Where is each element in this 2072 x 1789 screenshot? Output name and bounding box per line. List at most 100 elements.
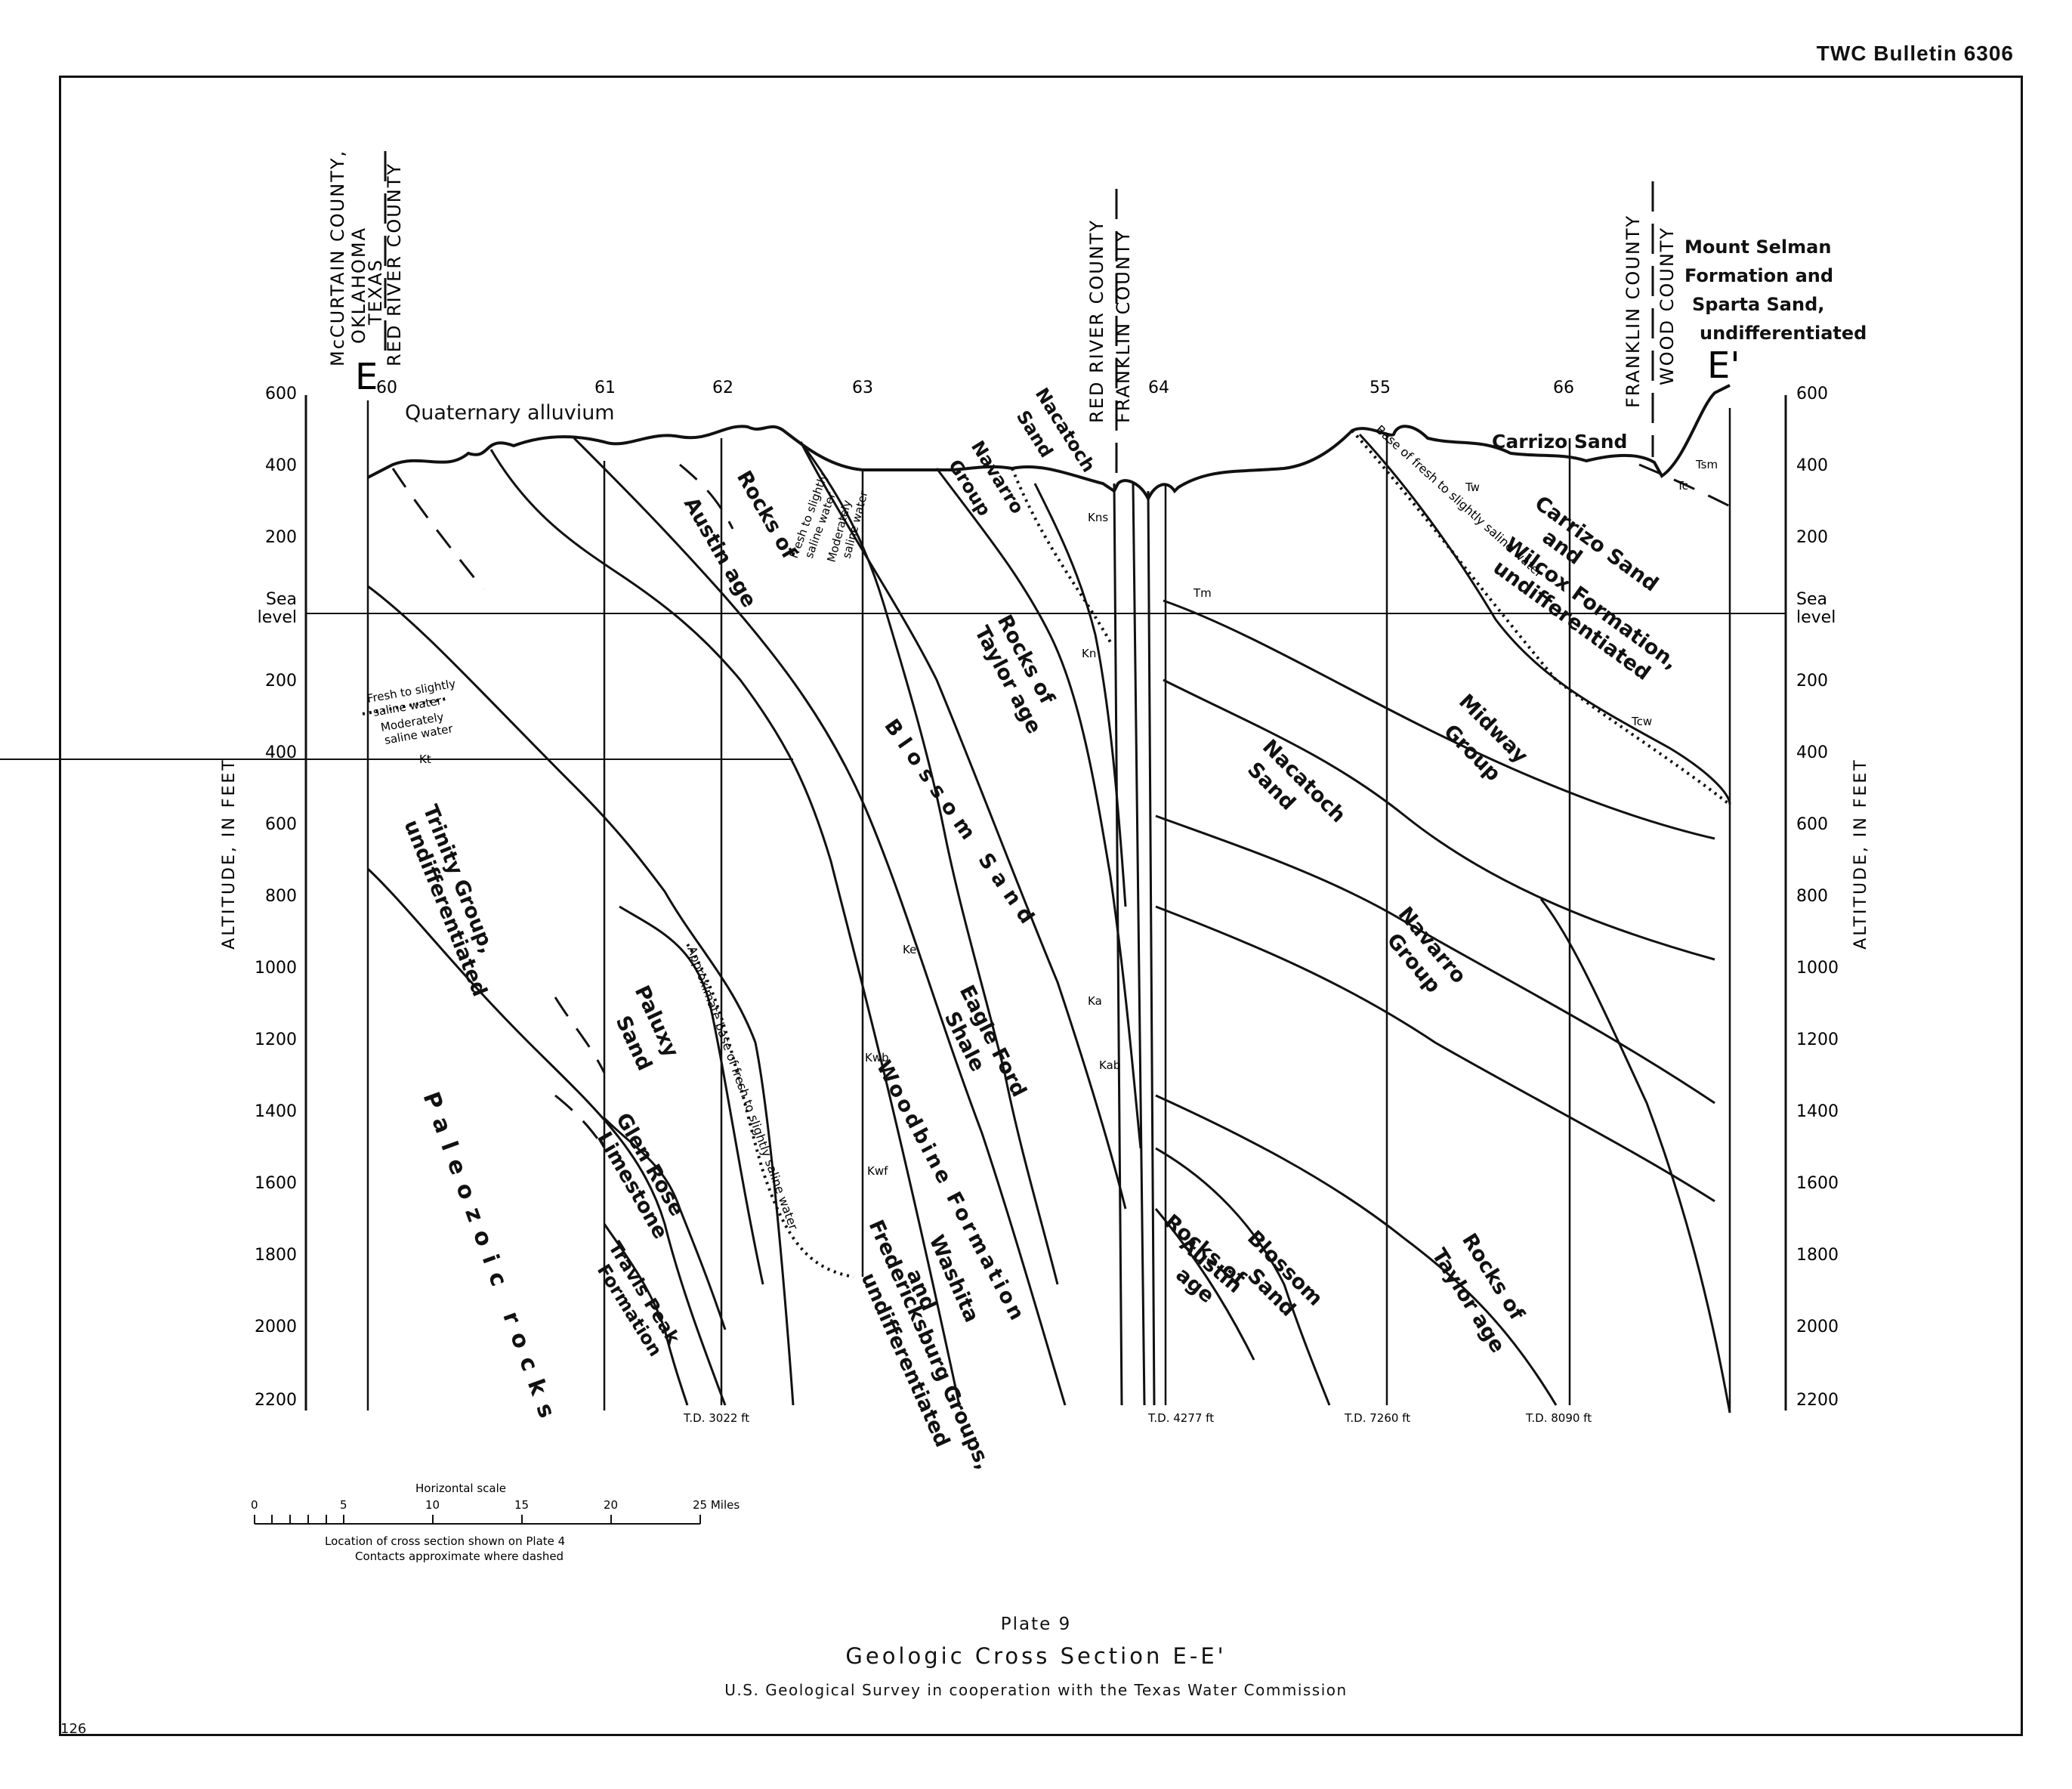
svg-text:200: 200: [265, 672, 297, 691]
total-depths: T.D. 3022 ft T.D. 4277 ft T.D. 7260 ft T…: [683, 1411, 1592, 1425]
well-number: 64: [1148, 379, 1169, 397]
well-number: 60: [376, 379, 397, 397]
svg-text:1200: 1200: [255, 1030, 297, 1049]
svg-text:1800: 1800: [1796, 1246, 1839, 1265]
well-number: 66: [1553, 379, 1574, 397]
strata-lines: [366, 437, 1142, 1406]
svg-text:Tw: Tw: [1465, 480, 1480, 494]
well-number: 63: [852, 379, 873, 397]
plate-frame: [59, 76, 2023, 1736]
svg-text:RED RIVER COUNTY: RED RIVER COUNTY: [1086, 219, 1107, 423]
svg-text:2200: 2200: [1796, 1391, 1839, 1410]
svg-text:10: 10: [425, 1498, 440, 1512]
plate-credit: U.S. Geological Survey in cooperation wi…: [724, 1681, 1348, 1699]
unit-label: Mount Selman: [1684, 236, 1831, 258]
water-base-lines: [362, 429, 1731, 1278]
svg-text:Tsm: Tsm: [1695, 458, 1718, 471]
left-axis-label: ALTITUDE, IN FEET: [220, 758, 239, 949]
svg-text:400: 400: [265, 743, 297, 762]
well-numbers: 60 61 62 63 64 55 66: [376, 379, 1574, 397]
svg-text:600: 600: [1796, 385, 1828, 403]
svg-text:level: level: [258, 608, 297, 627]
svg-text:2000: 2000: [1796, 1318, 1839, 1336]
svg-text:1600: 1600: [1796, 1174, 1839, 1193]
page-number: 126: [60, 1721, 87, 1737]
svg-text:OKLAHOMA: OKLAHOMA: [348, 227, 369, 344]
total-depth-label: T.D. 3022 ft: [683, 1411, 749, 1425]
unit-label: Formation and: [1684, 265, 1833, 286]
unit-label: Sparta Sand,: [1692, 294, 1824, 315]
county-labels: McCURTAIN COUNTY, OKLAHOMA TEXAS RED RIV…: [327, 150, 1678, 423]
well-number: 55: [1369, 379, 1391, 397]
unit-label: undifferentiated: [1700, 323, 1867, 344]
section-start-marker: E: [355, 356, 378, 398]
dashed-contacts: [391, 463, 1731, 1149]
total-depth-label: T.D. 8090 ft: [1525, 1411, 1592, 1425]
svg-text:Kns: Kns: [1088, 511, 1108, 524]
horizontal-scale: [254, 1515, 701, 1525]
svg-text:Horizontal scale: Horizontal scale: [415, 1482, 506, 1495]
svg-text:FRANKLIN COUNTY: FRANKLIN COUNTY: [1623, 215, 1644, 408]
well-number: 61: [594, 379, 616, 397]
svg-text:Kn: Kn: [1082, 647, 1096, 660]
svg-text:0: 0: [251, 1498, 258, 1512]
svg-text:Tcw: Tcw: [1631, 715, 1652, 728]
svg-text:1400: 1400: [1796, 1102, 1839, 1121]
unit-symbols: Kt Ke Kwb Kwf Kns Kn Ka Kab Tm Tw Tcw Tc…: [419, 458, 1718, 1178]
svg-text:Ke: Ke: [903, 943, 916, 956]
svg-text:Ka: Ka: [1088, 994, 1102, 1008]
svg-text:1000: 1000: [255, 959, 297, 978]
svg-text:15: 15: [514, 1498, 529, 1512]
svg-text:Kab: Kab: [1099, 1058, 1120, 1072]
svg-text:1400: 1400: [255, 1102, 297, 1121]
quaternary-label: Quaternary alluvium: [405, 401, 615, 425]
svg-text:Tc: Tc: [1676, 479, 1688, 493]
fault-zone: [1113, 483, 1156, 1406]
svg-text:FRANKLIN COUNTY: FRANKLIN COUNTY: [1113, 230, 1134, 423]
svg-text:WOOD COUNTY: WOOD COUNTY: [1657, 227, 1678, 385]
svg-text:McCURTAIN COUNTY,: McCURTAIN COUNTY,: [327, 150, 348, 366]
svg-text:1600: 1600: [255, 1174, 297, 1193]
svg-text:Kwf: Kwf: [867, 1164, 888, 1178]
unit-label: Carrizo Sand: [1492, 431, 1627, 453]
ground-surface: [367, 384, 1731, 502]
svg-text:1200: 1200: [1796, 1030, 1839, 1049]
svg-text:600: 600: [1796, 815, 1828, 834]
right-axis-label: ALTITUDE, IN FEET: [1851, 758, 1870, 949]
svg-text:RED RIVER COUNTY: RED RIVER COUNTY: [384, 162, 405, 366]
svg-text:400: 400: [265, 456, 297, 475]
plate-title: Geologic Cross Section E-E': [845, 1643, 1227, 1669]
svg-text:200: 200: [1796, 672, 1828, 691]
svg-text:Location of cross section show: Location of cross section shown on Plate…: [325, 1534, 565, 1548]
svg-text:400: 400: [1796, 743, 1828, 762]
svg-text:2000: 2000: [255, 1318, 297, 1336]
well-number: 62: [712, 379, 733, 397]
svg-text:600: 600: [265, 385, 297, 403]
svg-text:600: 600: [265, 815, 297, 834]
unit-label: Paleozoic rocks: [417, 1089, 564, 1432]
svg-text:Tm: Tm: [1193, 586, 1212, 600]
total-depth-label: T.D. 7260 ft: [1344, 1411, 1410, 1425]
svg-text:Contacts approximate where das: Contacts approximate where dashed: [355, 1550, 564, 1563]
svg-text:TEXAS: TEXAS: [365, 258, 386, 326]
svg-text:25 Miles: 25 Miles: [693, 1498, 740, 1512]
svg-text:5: 5: [340, 1498, 347, 1512]
svg-text:Kwb: Kwb: [865, 1051, 889, 1064]
svg-text:Sea: Sea: [1796, 590, 1827, 609]
plate-number: Plate 9: [1000, 1614, 1072, 1634]
svg-text:800: 800: [1796, 887, 1828, 906]
svg-text:1000: 1000: [1796, 959, 1839, 978]
svg-text:2200: 2200: [255, 1391, 297, 1410]
svg-text:200: 200: [265, 528, 297, 547]
total-depth-label: T.D. 4277 ft: [1147, 1411, 1214, 1425]
well-lines: [366, 400, 1731, 1413]
section-end-marker: E': [1707, 345, 1740, 387]
strata-lines-right: [1154, 433, 1731, 1414]
scale-labels: Horizontal scale 0 5 10 15 20 25 Miles L…: [251, 1482, 740, 1563]
svg-text:Sea: Sea: [266, 590, 297, 609]
svg-text:20: 20: [604, 1498, 618, 1512]
svg-text:Approximate base of fresh to s: Approximate base of fresh to slightly sa…: [684, 944, 801, 1232]
svg-text:Kt: Kt: [419, 752, 431, 766]
